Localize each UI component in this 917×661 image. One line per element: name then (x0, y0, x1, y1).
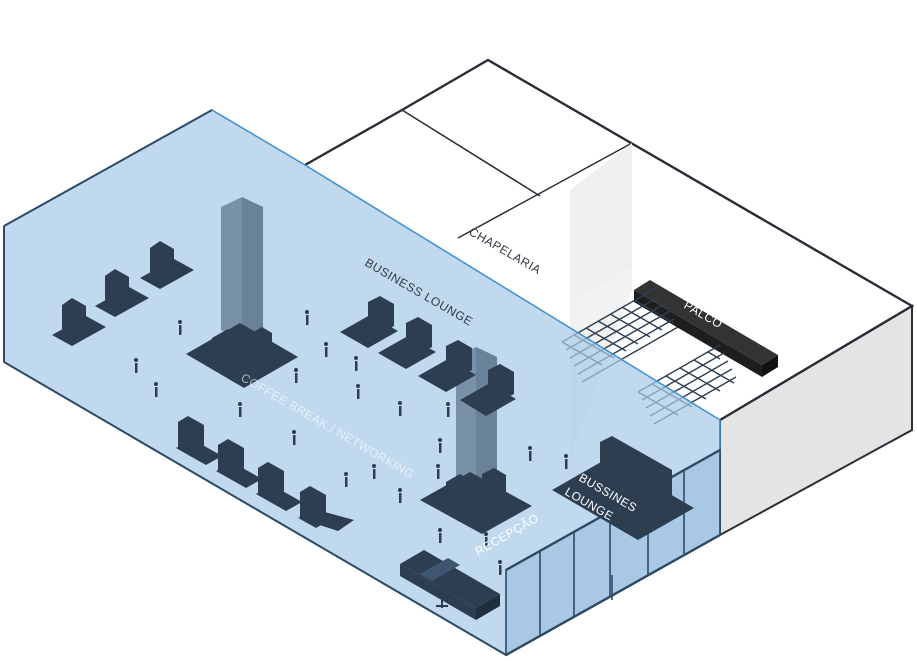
glass-foyer: BUSINESS LOUNGE COFFEE BREAK / NETWORKIN… (3, 109, 721, 657)
chair-icon (432, 588, 452, 608)
stage-block-top (634, 280, 778, 365)
sofa-icon (176, 416, 354, 531)
stage-block-front (634, 290, 762, 377)
chapelaria-room-wall (570, 143, 632, 300)
sofa-icon (52, 241, 194, 346)
shell-outline (304, 58, 915, 422)
sofa-icon (420, 468, 532, 534)
sofa-icon (552, 436, 694, 540)
partition-line-1 (401, 109, 541, 197)
sofa-icon (186, 323, 298, 388)
glass-base (3, 109, 213, 227)
stage-block-side (762, 355, 778, 377)
pillar-icon (221, 197, 263, 340)
partition-line-2 (457, 142, 633, 239)
sofa-icon (340, 296, 516, 416)
person-icon (134, 310, 568, 575)
auditorium: PALCO CHAPELARIA (467, 224, 778, 425)
